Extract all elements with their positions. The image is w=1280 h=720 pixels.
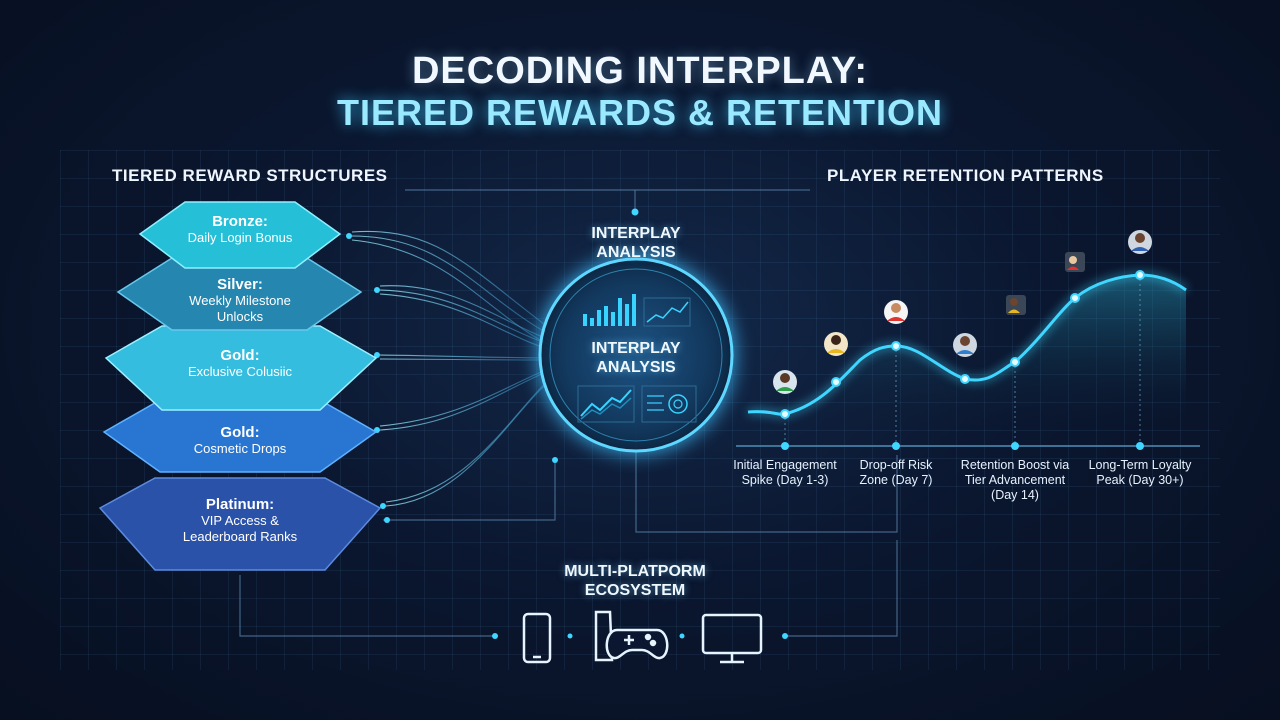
analysis-orb-label: INTERPLAY ANALYSIS [591, 340, 681, 376]
tier-desc: Exclusive Colusiic [187, 364, 293, 379]
phase-label: Drop-off Risk Zone (Day 7) [859, 458, 933, 487]
section-tiered-rewards-heading: TIERED REWARD STRUCTURES [112, 166, 388, 185]
page-title-line1: DECODING INTERPLAY: [411, 50, 869, 92]
phase-label: Initial Engagement Spike (Day 1-3) [733, 458, 837, 487]
page-title-line2: TIERED REWARDS & RETENTION [336, 92, 944, 133]
desktop-monitor-icon [701, 613, 763, 664]
section-retention-heading: PLAYER RETENTION PATTERNS [827, 166, 1104, 185]
tier-gold-cosmetic: Gold: Cosmetic Drops [160, 425, 320, 457]
analysis-heading: INTERPLAY ANALYSIS [591, 225, 681, 261]
tier-desc: Weekly Milestone Unlocks [189, 293, 291, 324]
tier-slab-platinum [98, 477, 382, 571]
tier-desc: VIP Access & Leaderboard Ranks [182, 513, 298, 544]
avatar-icon [773, 370, 797, 394]
tier-name: Silver: [217, 276, 263, 293]
tier-slab-bronze [138, 201, 342, 269]
tier-bronze: Bronze: Daily Login Bonus [160, 214, 320, 246]
tier-gold-exclusive: Gold: Exclusive Colusiic [160, 348, 320, 380]
tier-desc: Cosmetic Drops [193, 441, 287, 456]
tier-name: Gold: [220, 347, 260, 364]
avatar-icon [1006, 295, 1026, 315]
avatar-icon [824, 332, 848, 356]
tier-desc: Daily Login Bonus [187, 230, 293, 245]
tier-silver: Silver: Weekly Milestone Unlocks [170, 277, 310, 325]
smartphone-icon [522, 612, 552, 664]
avatar-icon [1065, 252, 1085, 272]
phase-label: Long-Term Loyalty Peak (Day 30+) [1088, 458, 1192, 487]
tier-name: Platinum: [205, 496, 275, 513]
tier-slab-gold-exclusive [104, 325, 378, 411]
avatar-icon [953, 333, 977, 357]
tier-name: Bronze: [212, 213, 268, 230]
tier-platinum: Platinum: VIP Access & Leaderboard Ranks [165, 497, 315, 545]
ecosystem-heading: MULTI-PLATPORM ECOSYSTEM [564, 563, 706, 599]
avatar-icon [1128, 230, 1152, 254]
phase-label: Retention Boost via Tier Advancement (Da… [960, 458, 1070, 502]
console-gamepad-icon [594, 610, 669, 662]
tier-name: Gold: [220, 424, 260, 441]
avatar-icon [884, 300, 908, 324]
